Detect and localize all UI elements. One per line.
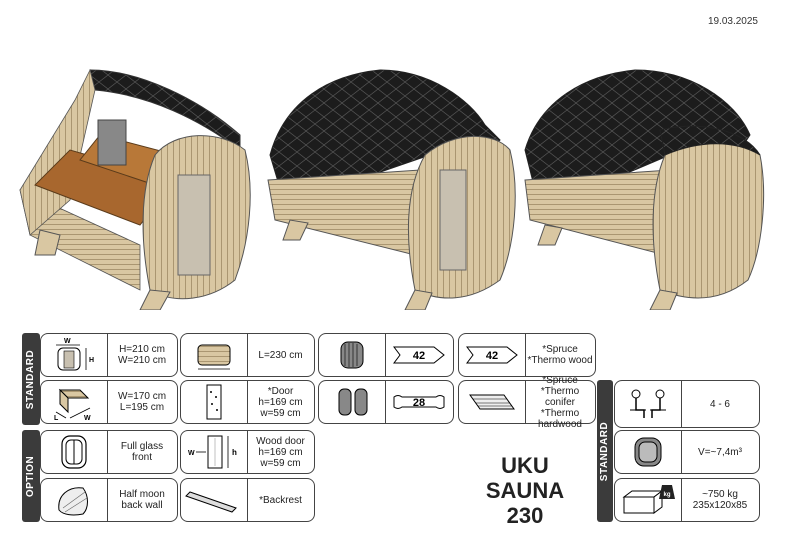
footprint-text: W=170 cm L=195 cm	[117, 391, 167, 413]
weight-cell: kg ~750 kg 235x120x85	[614, 478, 760, 522]
glass-front-cell: Full glass front	[40, 430, 178, 474]
svg-text:W: W	[188, 450, 195, 457]
glass-front-text: Full glass front	[120, 441, 164, 463]
backrest-text: *Backrest	[259, 494, 302, 506]
half-moon-cell: Half moon back wall	[40, 478, 178, 522]
svg-text:h: h	[232, 448, 237, 457]
standard-label-left: STANDARD	[22, 333, 40, 425]
half-barrel-icon	[319, 381, 386, 423]
persons-text: 4 - 6	[709, 398, 730, 410]
svg-text:H: H	[89, 357, 94, 364]
front-dimension-text: H=210 cm W=210 cm	[117, 344, 167, 366]
svg-text:28: 28	[413, 397, 425, 409]
product-title: UKU SAUNA 230	[485, 453, 565, 528]
footprint-icon: L W	[41, 381, 108, 423]
sauna-back-render	[524, 69, 765, 310]
profile-badge-42-right: 42	[459, 334, 526, 376]
profile-badge-42: 42	[385, 334, 453, 376]
front-dimension-cell: W H H=210 cm W=210 cm	[40, 333, 178, 377]
wall-profile-cell: 42	[318, 333, 454, 377]
persons-icon	[615, 381, 682, 427]
volume-cell: V=~7,4m³	[614, 430, 760, 474]
svg-text:kg: kg	[663, 492, 670, 498]
floor-profile-cell: 28	[318, 380, 454, 424]
half-moon-text: Half moon back wall	[119, 489, 165, 511]
svg-text:W: W	[84, 415, 91, 422]
footprint-cell: L W W=170 cm L=195 cm	[40, 380, 178, 424]
floor-wood-cell: *Spruce *Thermo conifer *Thermo hardwood	[458, 374, 596, 430]
svg-text:42: 42	[413, 350, 425, 362]
persons-cell: 4 - 6	[614, 380, 760, 428]
wood-door-icon: W h	[181, 431, 248, 473]
weight-text: ~750 kg 235x120x85	[692, 489, 748, 511]
half-moon-wall-icon	[41, 479, 108, 521]
side-view-icon	[181, 334, 248, 376]
volume-barrel-icon	[615, 431, 682, 473]
volume-text: V=~7,4m³	[698, 446, 742, 458]
svg-text:W: W	[64, 338, 71, 345]
wood-door-cell: W h Wood door h=169 cm w=59 cm	[180, 430, 315, 474]
backrest-icon	[181, 479, 248, 521]
barrel-icon	[319, 334, 386, 376]
glass-front-icon	[41, 431, 108, 473]
door-cell: *Door h=169 cm w=59 cm	[180, 380, 315, 424]
profile-badge-28: 28	[385, 381, 453, 423]
sauna-cutaway-render	[19, 68, 251, 310]
glass-door-icon	[181, 381, 248, 423]
standard-label-right: STANDARD	[597, 380, 613, 522]
date-label: 19.03.2025	[707, 16, 758, 27]
package-weight-icon: kg	[615, 479, 682, 521]
option-label: OPTION	[22, 430, 40, 522]
floor-wood-text: *Spruce *Thermo conifer *Thermo hardwood	[538, 374, 582, 430]
wood-type-cell: 42 *Spruce *Thermo wood	[458, 333, 596, 377]
wood-type-text: *Spruce *Thermo wood	[527, 344, 593, 366]
door-text: *Door h=169 cm w=59 cm	[258, 385, 303, 419]
svg-text:L: L	[54, 415, 59, 422]
length-cell: L=230 cm	[180, 333, 315, 377]
svg-text:42: 42	[486, 350, 498, 362]
sauna-renderings	[19, 68, 765, 310]
wood-door-text: Wood door h=169 cm w=59 cm	[256, 435, 305, 469]
backrest-cell: *Backrest	[180, 478, 315, 522]
length-text: L=230 cm	[258, 349, 303, 361]
floor-boards-icon	[459, 381, 526, 423]
sauna-front-render	[267, 69, 516, 310]
front-dimension-icon: W H	[41, 334, 108, 376]
